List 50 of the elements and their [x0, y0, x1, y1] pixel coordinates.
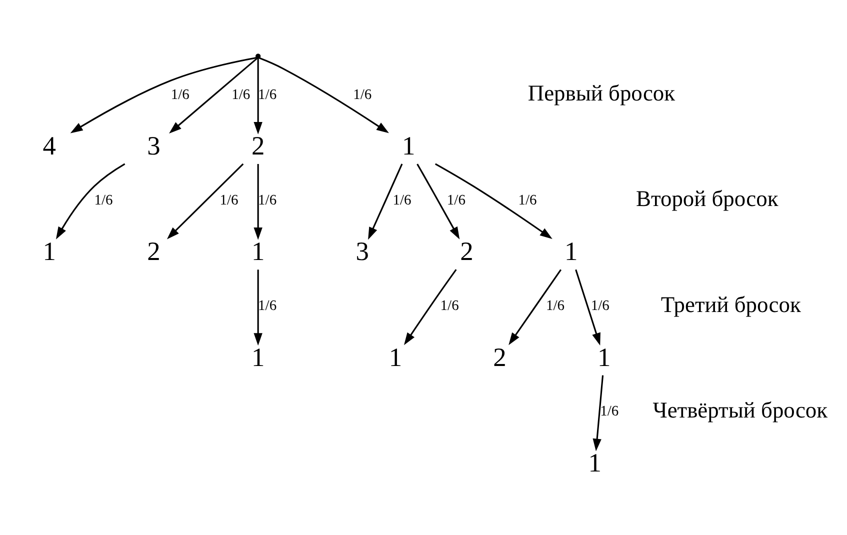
- node-text: 1: [251, 236, 265, 266]
- arrow: [169, 57, 258, 134]
- label: Четвёртый бросок: [652, 397, 828, 422]
- arrow: [575, 269, 600, 346]
- edge-label: 1/6: [258, 298, 277, 314]
- label: Первый бросок: [528, 80, 676, 106]
- arrow: [434, 163, 552, 239]
- edge-label: 1/6: [94, 192, 113, 208]
- arrow: [56, 163, 126, 240]
- edge-label: 1/6: [258, 192, 277, 208]
- arrow: [254, 58, 262, 134]
- edge-label: 1/6: [590, 298, 610, 314]
- node-text: 1: [598, 342, 611, 372]
- node-text: 2: [493, 342, 506, 372]
- arrow: [254, 164, 262, 240]
- node-text: 1: [588, 447, 602, 478]
- arrow: [592, 375, 604, 452]
- label: Второй бросок: [636, 186, 778, 212]
- edge-label: 1/6: [392, 192, 412, 208]
- node-text: 1: [402, 130, 416, 160]
- edge-label: 1/6: [170, 86, 190, 103]
- edge-label: 1/6: [220, 192, 238, 208]
- node-text: 4: [42, 130, 56, 160]
- arrow: [258, 57, 389, 134]
- arrow: [368, 164, 403, 240]
- arrow: [70, 56, 257, 134]
- edge-label: 1/6: [232, 86, 250, 103]
- node-text: 2: [251, 130, 265, 160]
- node-text: 1: [251, 342, 265, 372]
- node-text: 1: [564, 236, 578, 266]
- edge-label: 1/6: [258, 86, 277, 103]
- node-point: [256, 54, 261, 59]
- edge-label: 1/6: [353, 86, 372, 103]
- arrow: [404, 269, 457, 346]
- node-text: 3: [147, 130, 160, 160]
- edge-label: 1/6: [600, 404, 619, 420]
- edge-label: 1/6: [440, 298, 459, 314]
- edge-label: 1/6: [546, 298, 565, 314]
- node-text: 2: [147, 236, 160, 266]
- node-text: 3: [356, 236, 370, 266]
- arrow: [508, 269, 562, 346]
- arrow: [254, 270, 262, 346]
- edge-label: 1/6: [446, 192, 466, 208]
- arrow: [166, 163, 244, 240]
- node-text: 1: [42, 236, 56, 266]
- node-text: 1: [388, 342, 402, 372]
- edge-label: 1/6: [518, 192, 537, 208]
- label: Третий бросок: [660, 292, 801, 317]
- node-text: 2: [460, 236, 474, 266]
- arrow: [416, 164, 460, 240]
